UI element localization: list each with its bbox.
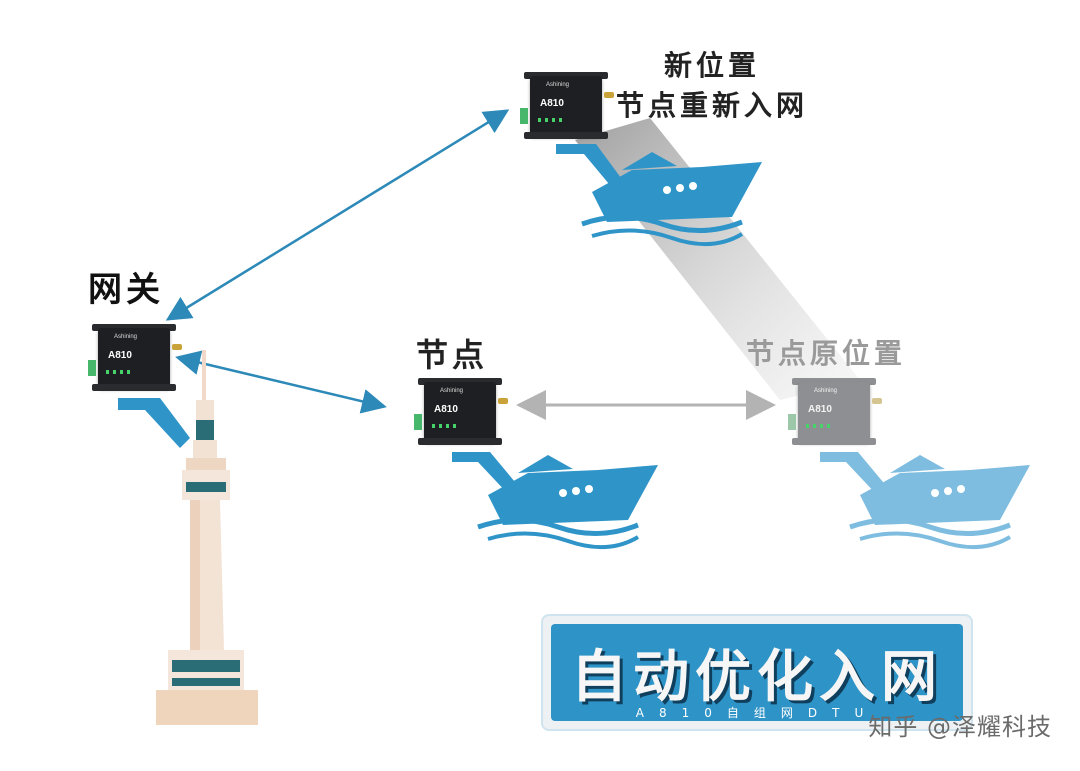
newpos-pointer (556, 144, 624, 190)
origpos-pointer (820, 452, 888, 496)
original-position-label: 节点原位置 (746, 337, 907, 370)
new-position-title: 新位置 (664, 49, 761, 82)
node-rejoin-label: 节点重新入网 (616, 89, 809, 122)
new-position-label: 新位置 节点重新入网 (616, 46, 808, 126)
gateway-pointer (118, 398, 190, 448)
banner-title: 自动优化入网 (571, 645, 943, 710)
original-device: Ashining A810 (788, 376, 882, 446)
ship-node (477, 455, 658, 550)
ship-original (849, 455, 1030, 550)
link-gateway-newpos (165, 109, 510, 321)
device-brand: Ashining (114, 334, 138, 340)
device-brand: Ashining (440, 388, 464, 394)
device-model: A810 (540, 98, 564, 109)
device-model: A810 (434, 404, 458, 415)
ship-newpos (581, 152, 762, 247)
gateway-device: Ashining A810 (88, 322, 182, 392)
device-model: A810 (108, 350, 132, 361)
gateway-label: 网关 (88, 270, 164, 310)
device-brand: Ashining (814, 388, 838, 394)
device-model: A810 (808, 404, 832, 415)
banner-subtitle: A810自组网DTU (635, 706, 879, 720)
tower-illustration (156, 350, 258, 725)
device-brand: Ashining (546, 82, 570, 88)
node-device: Ashining A810 (414, 376, 508, 446)
link-gateway-node (175, 350, 387, 414)
title-banner: 自动优化入网 A810自组网DTU (541, 614, 973, 731)
node-pointer (452, 452, 520, 496)
node-label: 节点 (416, 336, 489, 374)
newpos-device: Ashining A810 (520, 70, 614, 140)
watermark: 知乎 @泽耀科技 (868, 713, 1052, 741)
